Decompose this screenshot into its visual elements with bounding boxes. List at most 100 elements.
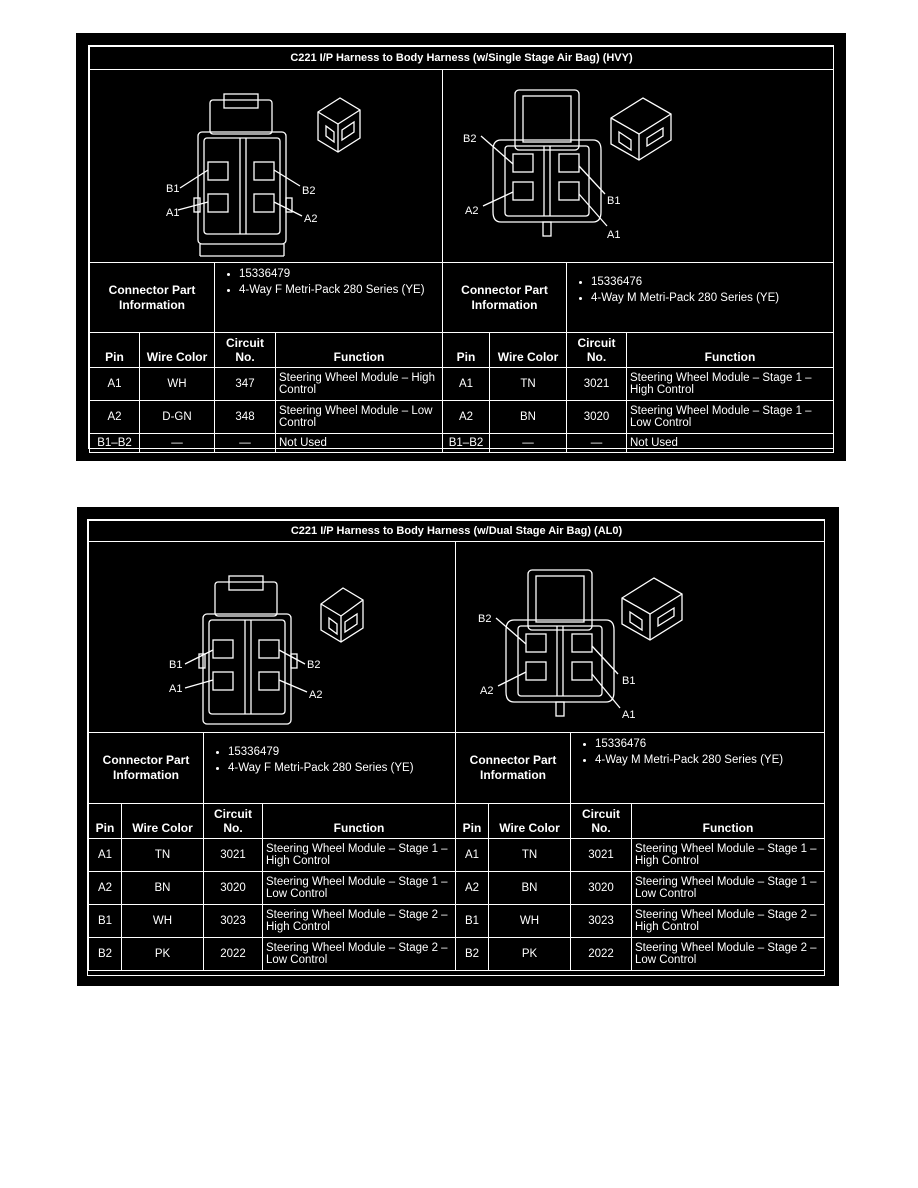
function-cell: Steering Wheel Module – Low Control — [275, 400, 443, 434]
connector-part-info-right: 15336476 4-Way M Metri-Pack 280 Series (Y… — [566, 262, 834, 333]
function-cell: Steering Wheel Module – Stage 2 – Low Co… — [262, 937, 456, 971]
circuit-cell: — — [214, 433, 276, 453]
wire-color-cell: — — [489, 433, 567, 453]
wire-color-cell: WH — [121, 904, 204, 938]
part-number: 15336479 — [239, 267, 438, 281]
wire-color-cell: WH — [139, 367, 215, 401]
circuit-cell: 2022 — [570, 937, 632, 971]
female-connector-diagram: B1 A1 B2 A2 — [88, 541, 456, 733]
pin-cell: B1–B2 — [442, 433, 490, 453]
part-number: 15336479 — [228, 745, 451, 759]
part-description: 4-Way F Metri-Pack 280 Series (YE) — [228, 761, 451, 775]
pin-cell: A1 — [88, 838, 122, 872]
header-circuit: Circuit No. — [570, 803, 632, 839]
function-cell: Steering Wheel Module – Stage 1 – High C… — [626, 367, 834, 401]
pin-cell: B1–B2 — [89, 433, 140, 453]
pin-label-b2: B2 — [307, 659, 320, 671]
table-frame: C221 I/P Harness to Body Harness (w/Sing… — [88, 45, 834, 453]
male-connector-face-drawing: B2 A2 B1 A1 — [478, 569, 683, 721]
header-wire-color: Wire Color — [121, 803, 204, 839]
part-description: 4-Way F Metri-Pack 280 Series (YE) — [239, 283, 438, 297]
circuit-cell: 3021 — [203, 838, 263, 872]
table-title: C221 I/P Harness to Body Harness (w/Sing… — [89, 46, 834, 70]
header-circuit: Circuit No. — [214, 332, 276, 368]
pin-cell: A2 — [89, 400, 140, 434]
function-cell: Steering Wheel Module – Stage 2 – High C… — [262, 904, 456, 938]
wire-color-cell: BN — [489, 400, 567, 434]
circuit-cell: 3021 — [566, 367, 627, 401]
pin-label-a2: A2 — [309, 689, 322, 701]
header-function: Function — [631, 803, 825, 839]
circuit-cell: 3023 — [203, 904, 263, 938]
connector-part-info-left: 15336479 4-Way F Metri-Pack 280 Series (Y… — [214, 262, 443, 333]
header-circuit: Circuit No. — [203, 803, 263, 839]
pin-label-a2: A2 — [480, 685, 493, 697]
wire-color-cell: TN — [488, 838, 571, 872]
wire-color-cell: — — [139, 433, 215, 453]
function-cell: Not Used — [275, 433, 443, 453]
wire-color-cell: BN — [488, 871, 571, 905]
function-cell: Steering Wheel Module – Stage 1 – Low Co… — [631, 871, 825, 905]
part-number: 15336476 — [591, 275, 829, 289]
pin-cell: B1 — [455, 904, 489, 938]
header-circuit: Circuit No. — [566, 332, 627, 368]
wire-color-cell: BN — [121, 871, 204, 905]
male-connector-diagram: B2 A2 B1 A1 — [455, 541, 825, 733]
pin-label-a2: A2 — [304, 213, 317, 225]
pin-label-a1: A1 — [166, 207, 179, 219]
pin-cell: A2 — [442, 400, 490, 434]
pin-cell: A1 — [455, 838, 489, 872]
pin-cell: A2 — [455, 871, 489, 905]
circuit-cell: 347 — [214, 367, 276, 401]
connector-part-info-label-right: Connector Part Information — [442, 262, 567, 333]
circuit-cell: — — [566, 433, 627, 453]
connector-part-info-label-left: Connector Part Information — [89, 262, 215, 333]
pin-cell: A2 — [88, 871, 122, 905]
pin-label-a1: A1 — [622, 709, 635, 721]
header-function: Function — [275, 332, 443, 368]
wire-color-cell: TN — [489, 367, 567, 401]
pin-label-b1: B1 — [169, 659, 182, 671]
header-wire-color: Wire Color — [139, 332, 215, 368]
connector-table-al0: C221 I/P Harness to Body Harness (w/Dual… — [77, 507, 839, 986]
connector-table-hvy: C221 I/P Harness to Body Harness (w/Sing… — [76, 33, 846, 461]
pin-label-a1: A1 — [607, 229, 620, 241]
connector-part-info-left: 15336479 4-Way F Metri-Pack 280 Series (Y… — [203, 732, 456, 804]
circuit-cell: 3021 — [570, 838, 632, 872]
header-wire-color: Wire Color — [489, 332, 567, 368]
connector-part-info-label-right: Connector Part Information — [455, 732, 571, 804]
female-connector-face-drawing: B1 A1 B2 A2 — [166, 93, 361, 257]
part-description: 4-Way M Metri-Pack 280 Series (YE) — [591, 291, 829, 305]
header-function: Function — [626, 332, 834, 368]
wire-color-cell: WH — [488, 904, 571, 938]
function-cell: Steering Wheel Module – Stage 2 – High C… — [631, 904, 825, 938]
pin-label-b1: B1 — [607, 195, 620, 207]
header-pin: Pin — [442, 332, 490, 368]
connector-part-info-label-left: Connector Part Information — [88, 732, 204, 804]
function-cell: Not Used — [626, 433, 834, 453]
function-cell: Steering Wheel Module – High Control — [275, 367, 443, 401]
female-connector-face-drawing: B1 A1 B2 A2 — [169, 575, 364, 725]
function-cell: Steering Wheel Module – Stage 1 – Low Co… — [626, 400, 834, 434]
circuit-cell: 2022 — [203, 937, 263, 971]
wire-color-cell: PK — [121, 937, 204, 971]
circuit-cell: 348 — [214, 400, 276, 434]
female-connector-diagram: B1 A1 B2 A2 — [89, 69, 443, 263]
pin-cell: B2 — [88, 937, 122, 971]
table-frame: C221 I/P Harness to Body Harness (w/Dual… — [87, 519, 825, 976]
wire-color-cell: PK — [488, 937, 571, 971]
pin-cell: B2 — [455, 937, 489, 971]
header-function: Function — [262, 803, 456, 839]
part-description: 4-Way M Metri-Pack 280 Series (YE) — [595, 753, 820, 767]
pin-cell: A1 — [89, 367, 140, 401]
header-pin: Pin — [455, 803, 489, 839]
pin-label-b2: B2 — [463, 133, 476, 145]
pin-label-b1: B1 — [166, 183, 179, 195]
male-connector-diagram: B2 A2 B1 A1 — [442, 69, 834, 263]
pin-label-a1: A1 — [169, 683, 182, 695]
circuit-cell: 3020 — [570, 871, 632, 905]
circuit-cell: 3020 — [203, 871, 263, 905]
connector-part-info-right: 153364764-Way M Metri-Pack 280 Series (Y… — [570, 732, 825, 804]
header-wire-color: Wire Color — [488, 803, 571, 839]
function-cell: Steering Wheel Module – Stage 1 – High C… — [631, 838, 825, 872]
